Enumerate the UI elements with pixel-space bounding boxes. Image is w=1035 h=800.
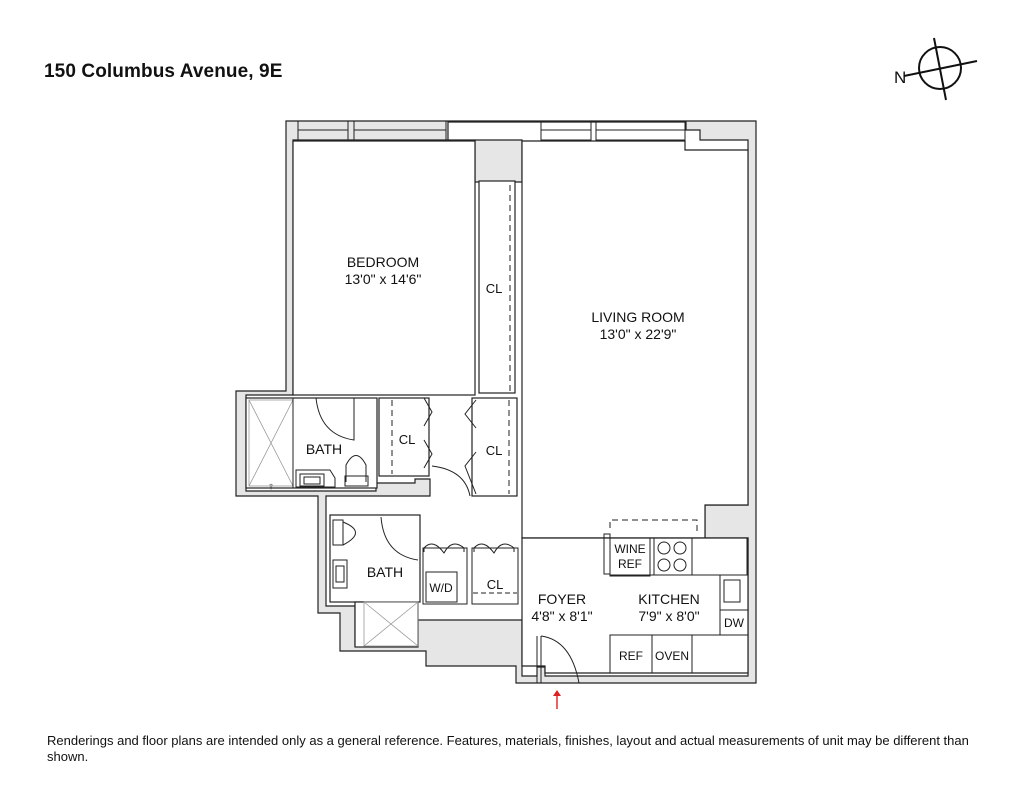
- room-name: FOYER: [537, 591, 587, 607]
- svg-text:⍒: ⍒: [269, 483, 274, 492]
- refrigerator: REF: [619, 649, 643, 663]
- room-dimensions: 4'8" x 8'1": [531, 608, 593, 624]
- entry-arrow-icon: [553, 690, 561, 709]
- wine-refrigerator: WINE REF: [614, 542, 646, 571]
- room-dimensions: 13'0" x 22'9": [599, 326, 677, 342]
- closet-foyer: CL: [486, 577, 504, 592]
- north-label: N: [894, 68, 907, 87]
- disclaimer-text: Renderings and floor plans are intended …: [47, 733, 969, 764]
- room-living-room: LIVING ROOM 13'0" x 22'9": [591, 309, 684, 343]
- closet-hall-right: CL: [485, 443, 503, 458]
- room-name: BATH: [305, 441, 343, 457]
- dishwasher: DW: [724, 616, 744, 630]
- closet-hall-left: CL: [398, 432, 416, 447]
- room-name: KITCHEN: [638, 591, 700, 607]
- room-bath-2: BATH: [367, 564, 403, 581]
- floor-plan: ⍒: [235, 120, 757, 684]
- room-bath-1: BATH: [306, 441, 342, 458]
- room-bedroom: BEDROOM 13'0" x 14'6": [345, 254, 422, 288]
- page-title: 150 Columbus Avenue, 9E: [44, 61, 283, 82]
- room-dimensions: 7'9" x 8'0": [638, 608, 700, 624]
- north-arrow-compass-icon: [903, 37, 978, 101]
- room-foyer: FOYER 4'8" x 8'1": [531, 591, 592, 625]
- room-name: LIVING ROOM: [591, 309, 685, 325]
- room-dimensions: 13'0" x 14'6": [344, 271, 422, 287]
- room-name: BEDROOM: [346, 254, 420, 270]
- oven: OVEN: [654, 649, 690, 663]
- closet-bedroom: CL: [485, 281, 503, 296]
- room-name: BATH: [366, 564, 404, 580]
- room-kitchen: KITCHEN 7'9" x 8'0": [638, 591, 699, 625]
- washer-dryer: W/D: [429, 581, 453, 595]
